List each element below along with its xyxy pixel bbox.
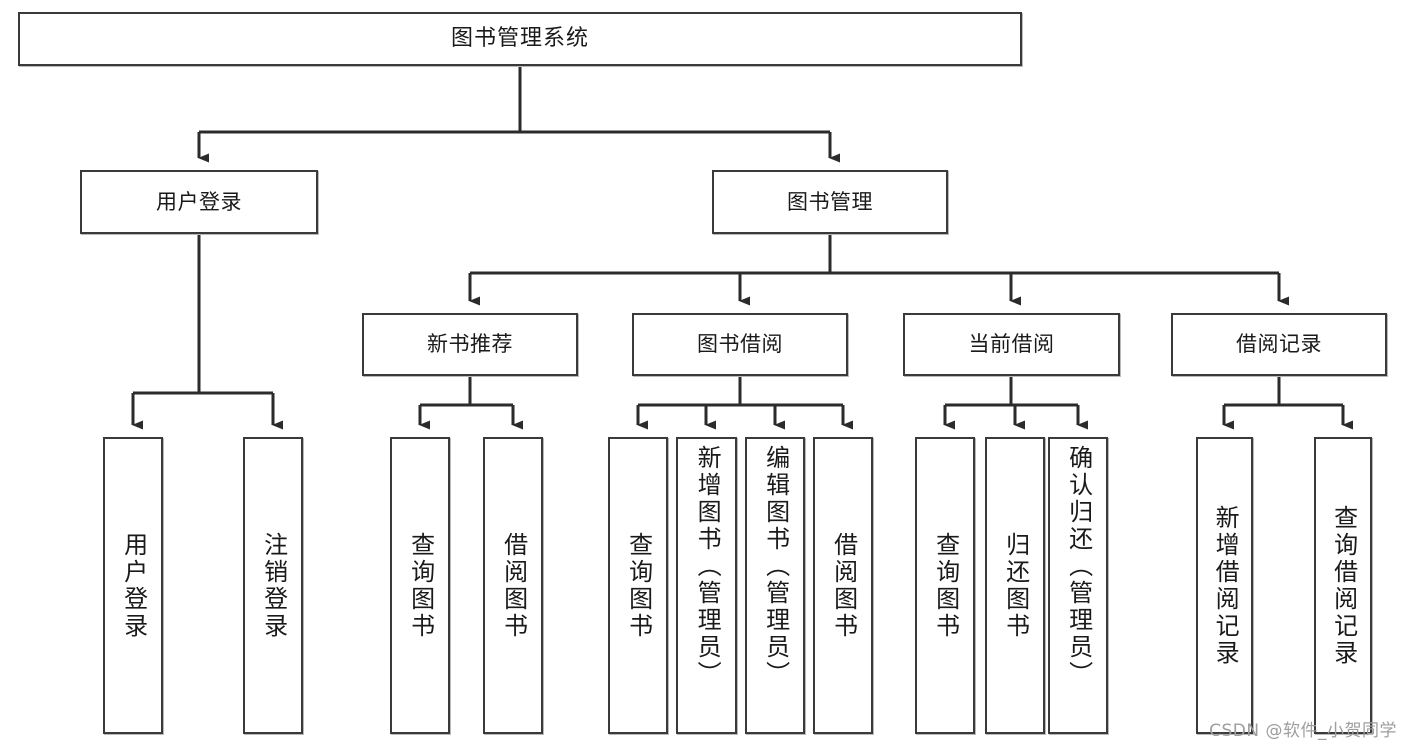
leaf-edit-book-label: 编辑图书（管理员） [761, 445, 790, 688]
node-book-manage[interactable]: 图书管理 [712, 170, 948, 234]
leaf-user-login[interactable]: 用户登录 [103, 437, 163, 734]
leaf-add-borrow-record[interactable]: 新增借阅记录 [1196, 437, 1253, 734]
leaf-logout-label: 注销登录 [259, 531, 288, 640]
leaf-borrow-book-recommend[interactable]: 借阅图书 [483, 437, 543, 734]
node-root-label: 图书管理系统 [450, 26, 589, 52]
leaf-confirm-return[interactable]: 确认归还（管理员） [1048, 437, 1108, 734]
node-book-borrow[interactable]: 图书借阅 [632, 313, 848, 376]
node-user-login-label: 用户登录 [156, 189, 242, 214]
leaf-query-borrow-record-label: 查询借阅记录 [1329, 504, 1358, 667]
csdn-watermark: CSDN @软件_小贺同学 [1209, 721, 1397, 741]
leaf-add-book-label: 新增图书（管理员） [693, 445, 722, 688]
node-root[interactable]: 图书管理系统 [18, 12, 1022, 66]
node-borrow-record[interactable]: 借阅记录 [1171, 313, 1387, 376]
leaf-query-book-recommend[interactable]: 查询图书 [390, 437, 450, 734]
leaf-query-borrow-record[interactable]: 查询借阅记录 [1314, 437, 1372, 734]
leaf-query-book-current[interactable]: 查询图书 [915, 437, 975, 734]
leaf-return-book-label: 归还图书 [1001, 531, 1030, 640]
leaf-add-book[interactable]: 新增图书（管理员） [676, 437, 737, 734]
node-borrow-record-label: 借阅记录 [1236, 332, 1322, 357]
node-book-borrow-label: 图书借阅 [697, 332, 783, 357]
leaf-query-book-current-label: 查询图书 [931, 531, 960, 640]
leaf-logout[interactable]: 注销登录 [243, 437, 303, 734]
node-new-book-recommend-label: 新书推荐 [427, 332, 513, 357]
leaf-return-book[interactable]: 归还图书 [985, 437, 1045, 734]
leaf-query-book-recommend-label: 查询图书 [406, 531, 435, 640]
node-current-borrow[interactable]: 当前借阅 [903, 313, 1120, 376]
node-current-borrow-label: 当前借阅 [968, 332, 1055, 357]
leaf-confirm-return-label: 确认归还（管理员） [1064, 445, 1093, 688]
node-book-manage-label: 图书管理 [787, 189, 873, 214]
leaf-query-book-borrow-label: 查询图书 [624, 531, 653, 640]
leaf-edit-book[interactable]: 编辑图书（管理员） [745, 437, 805, 734]
node-user-login[interactable]: 用户登录 [80, 170, 318, 234]
leaf-add-borrow-record-label: 新增借阅记录 [1211, 504, 1240, 667]
leaf-user-login-label: 用户登录 [119, 531, 148, 640]
leaf-query-book-borrow[interactable]: 查询图书 [608, 437, 668, 734]
leaf-borrow-book-recommend-label: 借阅图书 [499, 531, 528, 640]
node-new-book-recommend[interactable]: 新书推荐 [362, 313, 578, 376]
leaf-borrow-book-borrow[interactable]: 借阅图书 [813, 437, 873, 734]
leaf-borrow-book-borrow-label: 借阅图书 [829, 531, 858, 640]
